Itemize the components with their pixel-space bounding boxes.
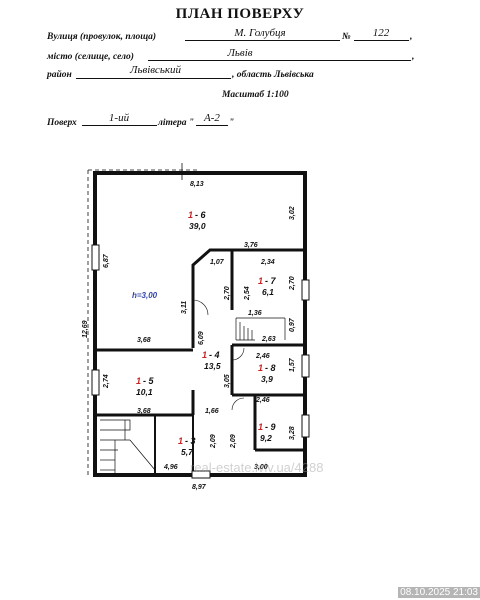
dimension: 2,74 — [103, 374, 110, 389]
litera-value: А-2 — [204, 112, 220, 124]
svg-text:9,2: 9,2 — [260, 433, 272, 443]
dimension: 3,76 — [244, 242, 258, 249]
dimension: 2,09 — [210, 434, 217, 449]
dimension: 3,00 — [254, 464, 268, 471]
city-label: місто (селище, село) — [47, 52, 134, 62]
room-1-3-label: 1- 3 5,7 — [178, 436, 196, 457]
stairs-bottom — [100, 419, 156, 475]
city-underline — [148, 60, 411, 61]
dimension: 2,63 — [261, 336, 276, 343]
dimensions: 8,13 3,02 3,76 6,87 12,69 1,07 2,34 2,70… — [82, 181, 296, 491]
room-1-6-label: 1- 6 39,0 — [188, 210, 207, 231]
dimension: 2,70 — [289, 276, 296, 291]
svg-text:1- 4: 1- 4 — [202, 350, 220, 360]
dimension: 3,68 — [137, 337, 151, 344]
dimension: 4,96 — [163, 464, 178, 471]
dimension: 6,87 — [103, 253, 110, 268]
street-value: М. Голубця — [234, 27, 286, 39]
svg-text:39,0: 39,0 — [189, 221, 206, 231]
door-arc — [231, 347, 245, 361]
svg-text:5,7: 5,7 — [181, 447, 194, 457]
dimension: 12,69 — [82, 320, 89, 338]
svg-text:6,1: 6,1 — [262, 287, 274, 297]
dimension: 1,36 — [248, 310, 262, 317]
dimension: 3,05 — [224, 374, 231, 388]
svg-text:1- 9: 1- 9 — [258, 422, 276, 432]
floor-label: Поверх — [47, 118, 77, 128]
window — [301, 279, 310, 301]
window — [91, 369, 100, 396]
scale-label: Масштаб 1:100 — [222, 90, 289, 100]
room-1-9-label: 1- 9 9,2 — [258, 422, 276, 443]
window — [301, 414, 310, 438]
dimension: 3,28 — [289, 426, 296, 440]
svg-text:1- 3: 1- 3 — [178, 436, 196, 446]
svg-text:1- 7: 1- 7 — [258, 276, 277, 286]
litera-label: літера " — [158, 118, 195, 128]
room-1-4-label: 1- 4 13,5 — [202, 350, 221, 371]
room-1-8-label: 1- 8 3,9 — [258, 363, 276, 384]
dimension: 2,54 — [244, 286, 251, 301]
dimension: 8,13 — [190, 181, 204, 188]
number-underline — [354, 40, 409, 41]
dimension: 3,02 — [289, 206, 296, 220]
dimension: 3,11 — [181, 301, 188, 314]
svg-text:13,5: 13,5 — [204, 361, 221, 371]
room-1-7-label: 1- 7 6,1 — [258, 276, 277, 297]
window — [191, 470, 211, 479]
dimension: 2,46 — [255, 397, 270, 404]
ceiling-height: h=3,00 — [132, 291, 158, 300]
dimension: 1,66 — [205, 408, 219, 415]
district-value: Львівський — [130, 64, 181, 76]
door-arc — [231, 397, 245, 411]
door-arc — [192, 299, 209, 316]
dimension: 1,07 — [210, 259, 225, 266]
litera-close: " — [229, 118, 235, 128]
svg-text:10,1: 10,1 — [136, 387, 153, 397]
svg-text:1- 8: 1- 8 — [258, 363, 276, 373]
stairs-top — [235, 317, 286, 341]
dimension: 2,70 — [224, 286, 231, 301]
window — [301, 354, 310, 378]
city-value: Львів — [227, 47, 253, 59]
floor-value: 1-ий — [108, 112, 130, 124]
window — [91, 244, 100, 271]
dimension: 2,46 — [255, 353, 270, 360]
plan-walls — [87, 163, 310, 479]
dimension: 2,09 — [230, 434, 237, 449]
dimension: 8,97 — [192, 484, 207, 491]
dimension: 2,34 — [260, 259, 275, 266]
district-underline — [76, 78, 231, 79]
district-label: район — [47, 70, 72, 80]
dimension: 0,97 — [289, 317, 296, 332]
dimension: 3,68 — [137, 408, 151, 415]
street-underline — [185, 40, 340, 41]
dimension: 1,57 — [289, 357, 296, 372]
street-label: Вулиця (провулок, площа) — [47, 32, 157, 42]
timestamp: 08.10.2025 21:03 — [398, 587, 480, 598]
litera-underline — [196, 125, 228, 126]
dimension: 6,09 — [198, 331, 205, 345]
page-title: ПЛАН ПОВЕРХУ — [175, 6, 305, 22]
svg-text:1- 5: 1- 5 — [136, 376, 155, 386]
room-1-5-label: 1- 5 10,1 — [136, 376, 155, 397]
partition-top — [191, 248, 305, 348]
number-value: 122 — [372, 27, 390, 39]
svg-text:1- 6: 1- 6 — [188, 210, 207, 220]
svg-text:3,9: 3,9 — [261, 374, 273, 384]
watermark: real-estate.lviv.ua/4288 — [190, 460, 324, 475]
region-label: , область Львівська — [232, 70, 314, 80]
floor-underline — [82, 125, 157, 126]
number-label: № — [342, 32, 351, 42]
